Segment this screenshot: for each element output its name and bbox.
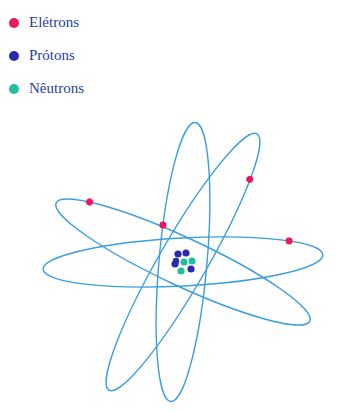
proton: [182, 249, 189, 256]
legend-label: Elétrons: [29, 14, 79, 31]
nucleus: [171, 249, 195, 274]
legend-swatch: [9, 18, 19, 28]
legend-swatch: [9, 84, 19, 94]
neutron: [180, 258, 187, 265]
legend-entry: Elétrons: [6, 6, 84, 39]
proton: [173, 258, 179, 264]
electron: [85, 197, 94, 206]
neutron: [188, 257, 195, 264]
orbit: [88, 122, 278, 402]
electron: [285, 237, 292, 244]
legend: ElétronsPrótonsNêutrons: [6, 6, 84, 105]
legend-entry: Nêutrons: [6, 72, 84, 105]
legend-swatch: [9, 51, 19, 61]
neutron: [177, 267, 184, 274]
orbit: [147, 120, 219, 403]
legend-entry: Prótons: [6, 39, 84, 72]
electron: [245, 175, 255, 185]
orbit: [46, 181, 320, 343]
orbit: [42, 231, 324, 294]
legend-label: Prótons: [29, 47, 75, 64]
legend-label: Nêutrons: [29, 80, 84, 97]
proton: [187, 265, 194, 272]
proton: [174, 250, 181, 257]
electron: [159, 221, 167, 229]
